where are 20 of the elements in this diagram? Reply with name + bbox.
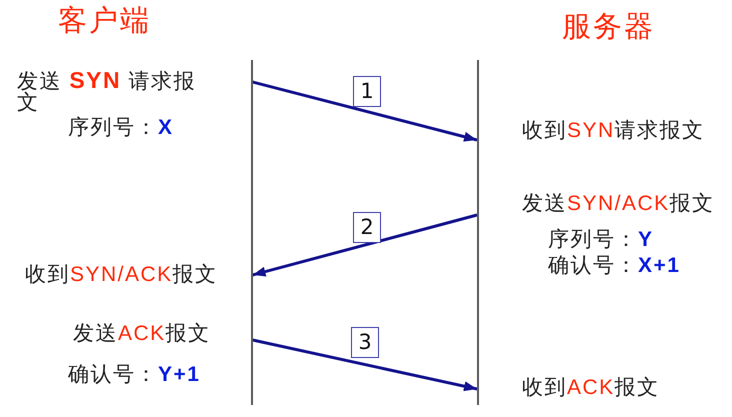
message-text: 确认号：X+1 (548, 253, 680, 278)
message-text: 发送ACK报文 (73, 321, 211, 346)
lifeline (251, 60, 253, 405)
edge-label: 2 (353, 212, 381, 243)
message-text: 确认号：Y+1 (68, 362, 200, 387)
arrow (252, 338, 478, 392)
message-text: 序列号：X (68, 117, 174, 139)
message-text: 序列号：Y (548, 227, 654, 252)
message-text: 发送 SYN 请求报文 (17, 70, 197, 113)
heading: 服务器 (562, 10, 655, 45)
message-text: 收到ACK报文 (522, 375, 660, 400)
arrow (252, 80, 478, 142)
lifeline (477, 60, 479, 405)
message-text: 收到SYN请求报文 (522, 118, 705, 143)
message-text: 收到SYN/ACK报文 (25, 262, 218, 287)
edge-label: 1 (353, 76, 381, 107)
heading: 客户端 (58, 4, 151, 39)
arrow (252, 214, 478, 276)
edge-label: 3 (351, 327, 379, 358)
message-text: 发送SYN/ACK报文 (522, 191, 715, 216)
